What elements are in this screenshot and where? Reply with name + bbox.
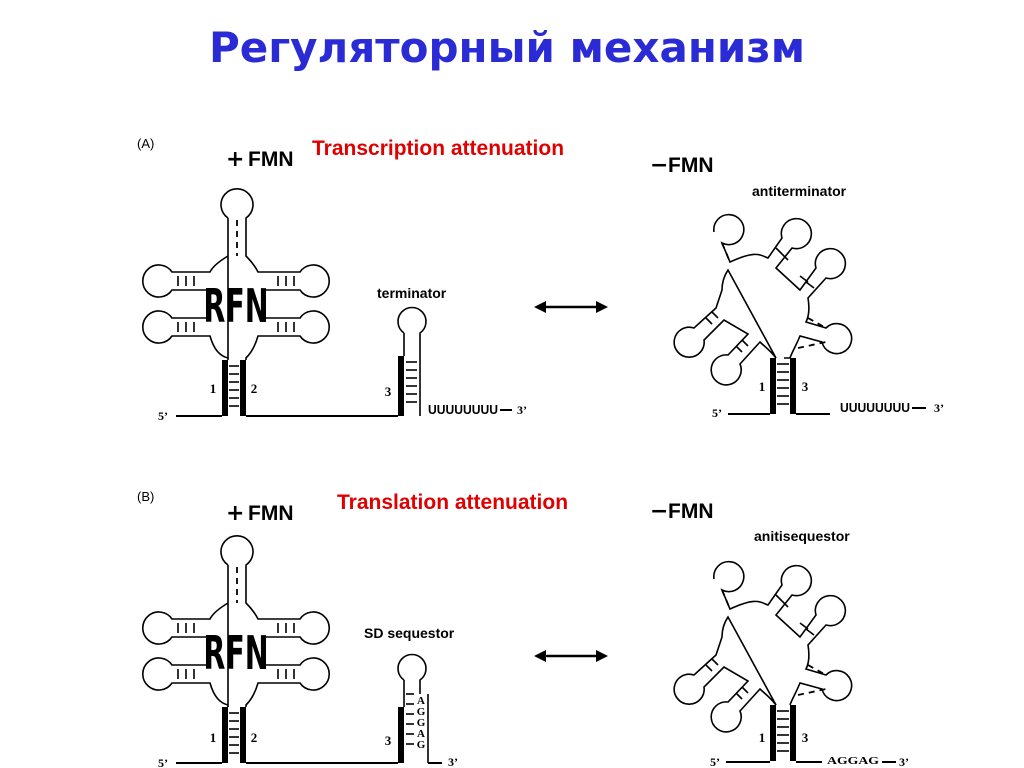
sd-three-prime-label: 3’	[448, 755, 458, 768]
antisequestor-outline	[673, 560, 853, 733]
antiseq-three-prime-label: 3’	[899, 755, 909, 768]
panel-b-riboswitch-unbound: anitisequestor 1 3 5’ AGGAG	[673, 528, 909, 768]
terminator-loop	[397, 306, 427, 356]
antiterminator-label: antiterminator	[752, 183, 847, 199]
panel-b-left-state: FMN	[248, 502, 294, 525]
panel-a: (A) Transcription attenuation + FMN − FM…	[137, 136, 944, 423]
helix-2-label: 2	[251, 381, 258, 396]
panel-a-riboswitch-bound: RFN 1 2 5’ terminator 3 UUUUUUUU	[142, 188, 527, 423]
slide-title: Регуляторный механизм	[209, 23, 805, 72]
antisequestor-dash-3	[797, 688, 827, 696]
helix-2-label-b: 2	[251, 730, 258, 745]
terminator-label: terminator	[377, 285, 447, 301]
antiseq-helix-3-label: 3	[802, 730, 809, 745]
five-prime-label-b: 5’	[158, 756, 168, 768]
u-tract: UUUUUUUU	[428, 402, 498, 417]
sd-sequence: A G G A G	[417, 695, 426, 751]
sd-base: A	[417, 695, 425, 707]
panel-a-left-state: FMN	[248, 148, 294, 171]
aptamer-base-pairs-b	[177, 623, 295, 679]
antisequestor-label: anitisequestor	[754, 528, 850, 544]
antiseq-helix-1-label: 1	[759, 730, 766, 745]
double-headed-arrow-icon	[534, 301, 608, 313]
terminator-strand-label: 3	[385, 384, 392, 399]
sd-base: A	[417, 728, 425, 740]
anti-helix-pairs	[777, 363, 789, 405]
panel-a-heading: Transcription attenuation	[312, 137, 564, 160]
three-prime-label: 3’	[517, 403, 527, 417]
antiseq-helix-3-strand	[790, 705, 796, 761]
panel-b-heading: Translation attenuation	[337, 491, 568, 514]
anti-helix-3-label: 3	[802, 379, 809, 394]
antisequestor-dash-1	[721, 589, 731, 610]
antiseq-sd-tail: AGGAG	[827, 755, 880, 767]
antiterminator-pairs	[705, 247, 815, 353]
panel-b-right-state: FMN	[668, 500, 714, 523]
anti-helix-1-strand	[770, 358, 776, 414]
panel-a-left-sign: +	[226, 147, 244, 172]
panel-a-right-sign: −	[650, 153, 668, 178]
helix-1-2-pairs	[229, 365, 239, 407]
sd-base: G	[417, 717, 426, 729]
terminator-strand-3	[398, 356, 404, 416]
antiterminator-dash-1	[721, 242, 731, 263]
anti-u-tract: UUUUUUUU	[840, 400, 910, 415]
sd-pairs	[406, 693, 414, 745]
panel-b-tag: (B)	[137, 489, 154, 504]
antisequestor-dash-2	[807, 664, 827, 676]
panel-a-riboswitch-unbound: antiterminator 1 3 5’ UUUUUUUU	[673, 183, 944, 420]
antiseq-helix-1-strand	[770, 705, 776, 761]
panel-b-riboswitch-bound: RFN 1 2 5’ SD sequestor A	[142, 535, 458, 768]
terminator-pairs	[406, 361, 417, 403]
antiterminator-dash-2	[807, 317, 827, 329]
sd-loop	[397, 653, 427, 694]
aptamer-base-pairs	[177, 276, 295, 332]
helix-1-label-b: 1	[210, 730, 217, 745]
rfn-aptamer-label-b: RFN	[203, 627, 268, 681]
sd-base: G	[417, 706, 426, 718]
anti-five-prime-label: 5’	[712, 406, 722, 420]
rfn-aptamer-label: RFN	[203, 280, 268, 334]
anti-three-prime-label: 3’	[934, 401, 944, 415]
anti-helix-1-label: 1	[759, 379, 766, 394]
sd-strand-3	[398, 707, 404, 763]
double-headed-arrow-icon	[534, 650, 608, 662]
anti-helix-3-strand	[790, 358, 796, 414]
antisequestor-pairs	[705, 594, 815, 700]
aptamer-outline-b	[142, 535, 330, 707]
sd-base: G	[417, 739, 426, 751]
antiseq-helix-pairs	[777, 710, 789, 752]
antiseq-five-prime-label: 5’	[710, 755, 720, 768]
sd-sequestor-label: SD sequestor	[364, 625, 455, 641]
five-prime-label: 5’	[158, 409, 168, 423]
panel-a-tag: (A)	[137, 136, 154, 151]
panel-b-right-sign: −	[650, 499, 668, 524]
antiterminator-outline	[673, 213, 853, 386]
helix-1-strand-b	[222, 707, 228, 763]
panel-b: (B) Translation attenuation + FMN − FMN …	[137, 489, 909, 768]
helix-2-strand	[240, 360, 246, 416]
panel-a-right-state: FMN	[668, 154, 714, 177]
aptamer-outline	[142, 188, 330, 360]
panel-b-left-sign: +	[226, 501, 244, 526]
antiterminator-dash-3	[797, 341, 827, 349]
helix-1-label: 1	[210, 381, 217, 396]
helix-1-strand	[222, 360, 228, 416]
sd-strand-label: 3	[385, 733, 392, 748]
helix-2-strand-b	[240, 707, 246, 763]
helix-1-2-pairs-b	[229, 712, 239, 754]
